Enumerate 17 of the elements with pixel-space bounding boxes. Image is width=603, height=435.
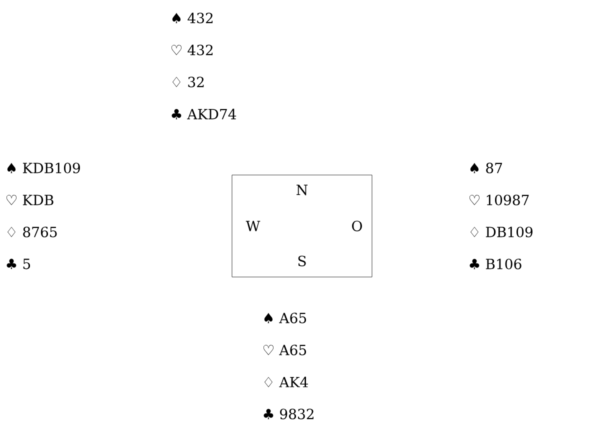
card-holding: ♡ A65 bbox=[263, 344, 306, 356]
card-holding: ♢ DB109 bbox=[470, 226, 532, 238]
card-holding: ♣ B106 bbox=[470, 258, 522, 270]
card-holding: ♠ A65 bbox=[264, 312, 306, 324]
card-holding: ♡ 432 bbox=[171, 44, 213, 56]
card-holding: ♣ 9832 bbox=[264, 408, 314, 420]
compass-box: N W O S bbox=[232, 174, 372, 278]
card-holding: ♠ 432 bbox=[172, 12, 213, 24]
card-holding: ♢ 32 bbox=[172, 76, 204, 88]
card-holding: ♣ 5 bbox=[6, 258, 30, 270]
card-holding: ♢ 8765 bbox=[8, 226, 57, 238]
card-holding: ♢ AK4 bbox=[264, 376, 308, 388]
card-holding: ♣ AKD74 bbox=[172, 108, 236, 120]
card-holding: ♡ KDB bbox=[6, 194, 54, 206]
card-holding: ♠ KDB109 bbox=[7, 162, 80, 174]
card-holding: ♡ 10987 bbox=[469, 194, 529, 206]
card-holding: ♠ 87 bbox=[470, 162, 502, 174]
